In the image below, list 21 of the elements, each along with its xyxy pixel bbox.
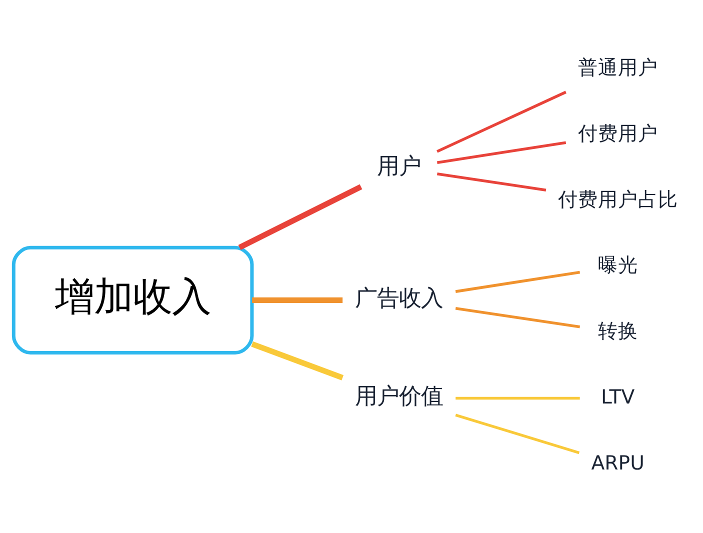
connector: [455, 414, 580, 454]
connector: [252, 297, 343, 303]
connector: [436, 172, 546, 192]
node-text: 广告收入: [355, 285, 444, 310]
connector: [455, 270, 580, 293]
node-text: ARPU: [591, 451, 644, 474]
connector: [455, 306, 580, 328]
node-text: 转换: [598, 320, 638, 343]
connector: [238, 184, 362, 250]
node-box: 增加收入: [12, 246, 254, 354]
connector: [436, 141, 566, 164]
connector: [456, 396, 580, 400]
connector: [436, 90, 566, 153]
node-text: 用户: [377, 154, 422, 179]
node-text: 普通用户: [578, 56, 658, 80]
node-text: 付费用户: [578, 122, 658, 145]
node-text: 付费用户占比: [558, 188, 678, 211]
node-text: 用户价值: [355, 384, 444, 409]
node-text: 曝光: [598, 254, 638, 277]
connector: [251, 341, 344, 380]
node-text: LTV: [601, 385, 635, 408]
